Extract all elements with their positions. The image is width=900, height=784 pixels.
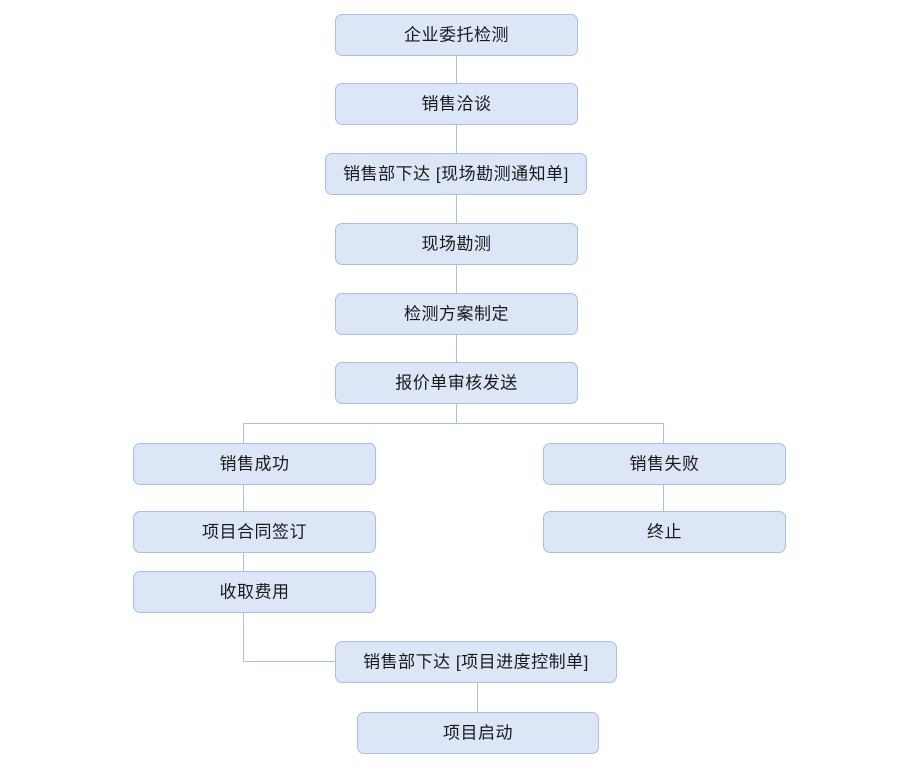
node-label: 收取费用 [219, 582, 290, 601]
node-xiaoshou-qiatan[interactable]: 销售洽谈 [335, 83, 578, 125]
node-xiaoshou-shibai[interactable]: 销售失败 [543, 443, 786, 485]
node-xiangmu-hetong-qianding[interactable]: 项目合同签订 [133, 511, 376, 553]
node-label: 报价单审核发送 [395, 373, 518, 392]
node-label: 销售洽谈 [421, 94, 492, 113]
node-label: 销售部下达 [现场勘测通知单] [343, 164, 569, 183]
node-label: 销售部下达 [项目进度控制单] [363, 652, 589, 671]
node-xiangmu-qidong[interactable]: 项目启动 [357, 712, 599, 754]
node-baojiadan-shenhe-fasong[interactable]: 报价单审核发送 [335, 362, 578, 404]
node-qiye-weituo-jiance[interactable]: 企业委托检测 [335, 14, 578, 56]
node-xiaoshoubu-xiada-xiangmu-jindu-kongzhidan[interactable]: 销售部下达 [项目进度控制单] [335, 641, 617, 683]
node-label: 终止 [647, 522, 682, 541]
node-zhongzhi[interactable]: 终止 [543, 511, 786, 553]
node-label: 销售失败 [629, 454, 700, 473]
node-label: 销售成功 [219, 454, 290, 473]
connector-n11-n12 [242, 613, 335, 663]
node-label: 项目启动 [443, 723, 513, 742]
node-xiaoshou-chenggong[interactable]: 销售成功 [133, 443, 376, 485]
node-label: 项目合同签订 [202, 522, 307, 541]
node-label: 企业委托检测 [404, 25, 509, 44]
node-label: 检测方案制定 [404, 304, 509, 323]
node-shouqu-feiyong[interactable]: 收取费用 [133, 571, 376, 613]
node-label: 现场勘测 [421, 234, 492, 253]
node-xianchang-kance[interactable]: 现场勘测 [335, 223, 578, 265]
node-xiaoshoubu-xiada-xianchang-kance-tongzhidan[interactable]: 销售部下达 [现场勘测通知单] [325, 153, 587, 195]
node-jiance-fangan-zhiding[interactable]: 检测方案制定 [335, 293, 578, 335]
